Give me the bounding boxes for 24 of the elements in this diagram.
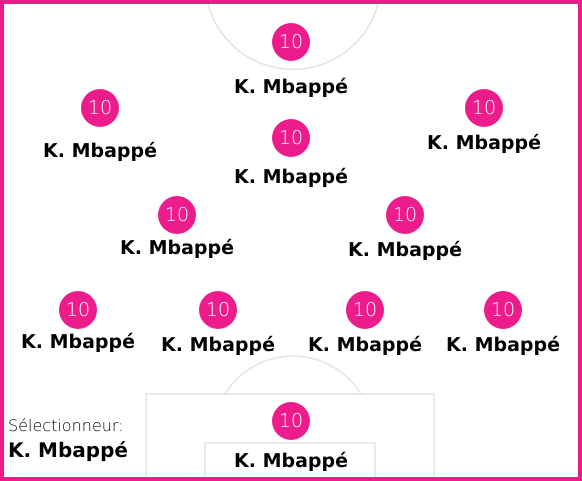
shirt-number-circle: 10 <box>346 291 384 329</box>
player-name: K. Mbappé <box>234 76 348 98</box>
player-name: K. Mbappé <box>161 334 275 356</box>
player-name: K. Mbappé <box>120 237 234 259</box>
player-name: K. Mbappé <box>348 239 462 261</box>
shirt-number-circle: 10 <box>272 23 310 61</box>
shirt-number-circle: 10 <box>484 291 522 329</box>
player-name: K. Mbappé <box>43 140 157 162</box>
player-name: K. Mbappé <box>446 334 560 356</box>
player-name: K. Mbappé <box>234 166 348 188</box>
shirt-number-circle: 10 <box>272 119 310 157</box>
player-name: K. Mbappé <box>427 132 541 154</box>
shirt-number-circle: 10 <box>386 196 424 234</box>
player-name: K. Mbappé <box>234 450 348 472</box>
coach-caption: Sélectionneur: <box>8 416 124 435</box>
player-name: K. Mbappé <box>308 334 422 356</box>
shirt-number-circle: 10 <box>81 89 119 127</box>
shirt-number-circle: 10 <box>272 402 310 440</box>
shirt-number-circle: 10 <box>465 89 503 127</box>
coach-name: K. Mbappé <box>8 438 128 462</box>
player-name: K. Mbappé <box>21 331 135 353</box>
shirt-number-circle: 10 <box>158 196 196 234</box>
shirt-number-circle: 10 <box>59 291 97 329</box>
shirt-number-circle: 10 <box>199 291 237 329</box>
